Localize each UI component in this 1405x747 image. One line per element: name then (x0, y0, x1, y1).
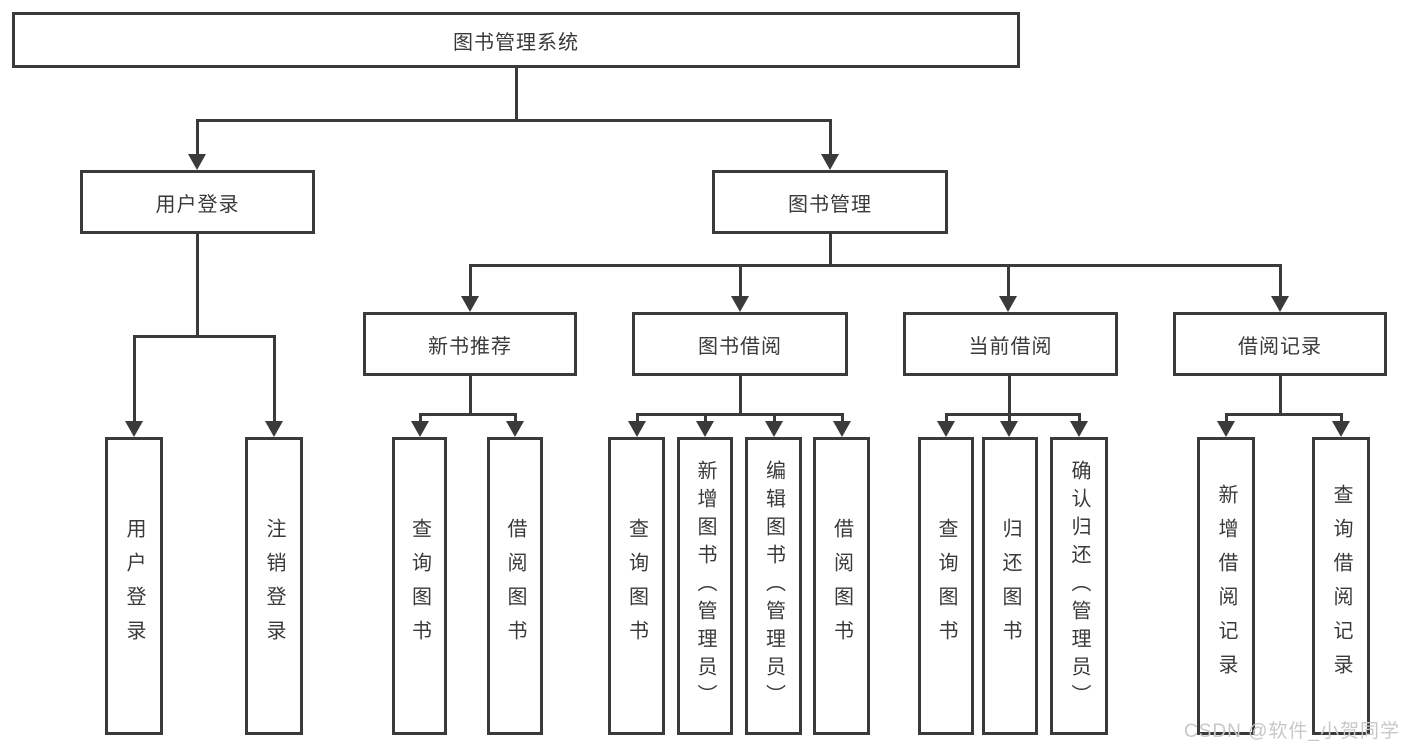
leaf-borrow-query-books-label: 查询图书 (625, 518, 648, 654)
connector-level2-line (196, 119, 832, 122)
connector-book-borrow-stem (739, 376, 742, 416)
arrow-d2 (1000, 421, 1018, 437)
leaf-edit-books-admin-label: 编辑图书（管理员） (762, 460, 785, 712)
connector-current-borrow-stem (1008, 376, 1011, 416)
leaf-recommend-borrow-books-label: 借阅图书 (504, 518, 526, 654)
connector-e1 (1225, 413, 1228, 423)
arrow-to-borrow-records (1271, 296, 1289, 312)
connector-to-new-book (469, 264, 472, 298)
node-library-system: 图书管理系统 (12, 12, 1020, 68)
connector-d3 (1078, 413, 1081, 423)
arrow-c1 (628, 421, 646, 437)
connector-book-borrow-line (636, 413, 843, 416)
arrow-d3 (1070, 421, 1088, 437)
arrow-to-book-management (821, 154, 839, 170)
connector-to-borrow-records (1279, 264, 1282, 298)
arrow-to-new-book (461, 296, 479, 312)
leaf-borrow-query-books: 查询图书 (608, 437, 665, 735)
leaf-current-query-books-label: 查询图书 (935, 518, 957, 654)
leaf-add-books-admin-label: 新增图书（管理员） (694, 460, 716, 712)
node-book-management: 图书管理 (712, 170, 948, 234)
connector-b1 (419, 413, 422, 423)
arrow-c3 (765, 421, 783, 437)
watermark: CSDN @软件_小贺同学 (1184, 721, 1400, 742)
connector-to-book-borrow (739, 264, 742, 298)
leaf-confirm-return-admin: 确认归还（管理员） (1050, 437, 1108, 735)
node-borrow-records: 借阅记录 (1173, 312, 1387, 376)
leaf-recommend-borrow-books: 借阅图书 (487, 437, 543, 735)
connector-to-current-borrow (1007, 264, 1010, 298)
connector-to-leaf-login (133, 335, 136, 421)
node-book-borrow: 图书借阅 (632, 312, 848, 376)
connector-modules-line (469, 264, 1281, 267)
arrow-b1 (411, 421, 429, 437)
connector-to-book-management (829, 119, 832, 156)
connector-borrow-records-stem (1279, 376, 1282, 416)
node-library-system-label: 图书管理系统 (453, 31, 579, 54)
connector-c3 (773, 413, 776, 423)
node-current-borrow: 当前借阅 (903, 312, 1118, 376)
leaf-confirm-return-admin-label: 确认归还（管理员） (1068, 460, 1090, 712)
connector-e2 (1340, 413, 1343, 423)
connector-c4 (841, 413, 844, 423)
leaf-return-books-label: 归还图书 (999, 518, 1021, 654)
arrow-to-leaf-login (125, 421, 143, 437)
leaf-query-borrow-record: 查询借阅记录 (1312, 437, 1370, 735)
arrow-e1 (1217, 421, 1235, 437)
node-current-borrow-label: 当前借阅 (968, 335, 1053, 358)
node-book-management-label: 图书管理 (788, 193, 872, 216)
node-new-book-recommend-label: 新书推荐 (428, 335, 512, 358)
node-new-book-recommend: 新书推荐 (363, 312, 577, 376)
leaf-user-login-label: 用户登录 (123, 518, 145, 654)
connector-root-stem (515, 68, 518, 121)
connector-new-book-line (419, 413, 517, 416)
leaf-current-query-books: 查询图书 (918, 437, 974, 735)
arrow-b2 (506, 421, 524, 437)
leaf-add-books-admin: 新增图书（管理员） (677, 437, 733, 735)
connector-new-book-stem (469, 376, 472, 416)
connector-borrow-records-line (1225, 413, 1342, 416)
leaf-recommend-query-books: 查询图书 (392, 437, 447, 735)
leaf-logout-label: 注销登录 (263, 518, 285, 654)
arrow-to-leaf-logout (265, 421, 283, 437)
leaf-logout: 注销登录 (245, 437, 303, 735)
arrow-to-user-login (188, 154, 206, 170)
leaf-recommend-query-books-label: 查询图书 (408, 518, 431, 654)
leaf-borrow-borrow-books-label: 借阅图书 (830, 518, 853, 654)
arrow-c2 (696, 421, 714, 437)
connector-d1 (945, 413, 948, 423)
connector-to-user-login (196, 119, 199, 156)
leaf-return-books: 归还图书 (982, 437, 1038, 735)
leaf-user-login: 用户登录 (105, 437, 163, 735)
connector-book-management-stem (829, 234, 832, 266)
connector-b2 (514, 413, 517, 423)
connector-d2 (1008, 413, 1011, 423)
node-user-login: 用户登录 (80, 170, 315, 234)
node-book-borrow-label: 图书借阅 (698, 335, 782, 358)
node-user-login-label: 用户登录 (155, 193, 240, 216)
leaf-borrow-borrow-books: 借阅图书 (813, 437, 870, 735)
arrow-to-current-borrow (999, 296, 1017, 312)
leaf-add-borrow-record: 新增借阅记录 (1197, 437, 1255, 735)
arrow-d1 (937, 421, 955, 437)
connector-user-login-stem (196, 234, 199, 337)
connector-user-login-line (133, 335, 275, 338)
node-borrow-records-label: 借阅记录 (1238, 335, 1322, 358)
connector-to-leaf-logout (273, 335, 276, 421)
connector-c2 (704, 413, 707, 423)
leaf-edit-books-admin: 编辑图书（管理员） (745, 437, 802, 735)
arrow-to-book-borrow (731, 296, 749, 312)
arrow-c4 (833, 421, 851, 437)
connector-current-borrow-line (945, 413, 1080, 416)
arrow-e2 (1332, 421, 1350, 437)
connector-c1 (636, 413, 639, 423)
leaf-add-borrow-record-label: 新增借阅记录 (1215, 484, 1237, 688)
leaf-query-borrow-record-label: 查询借阅记录 (1330, 484, 1352, 688)
